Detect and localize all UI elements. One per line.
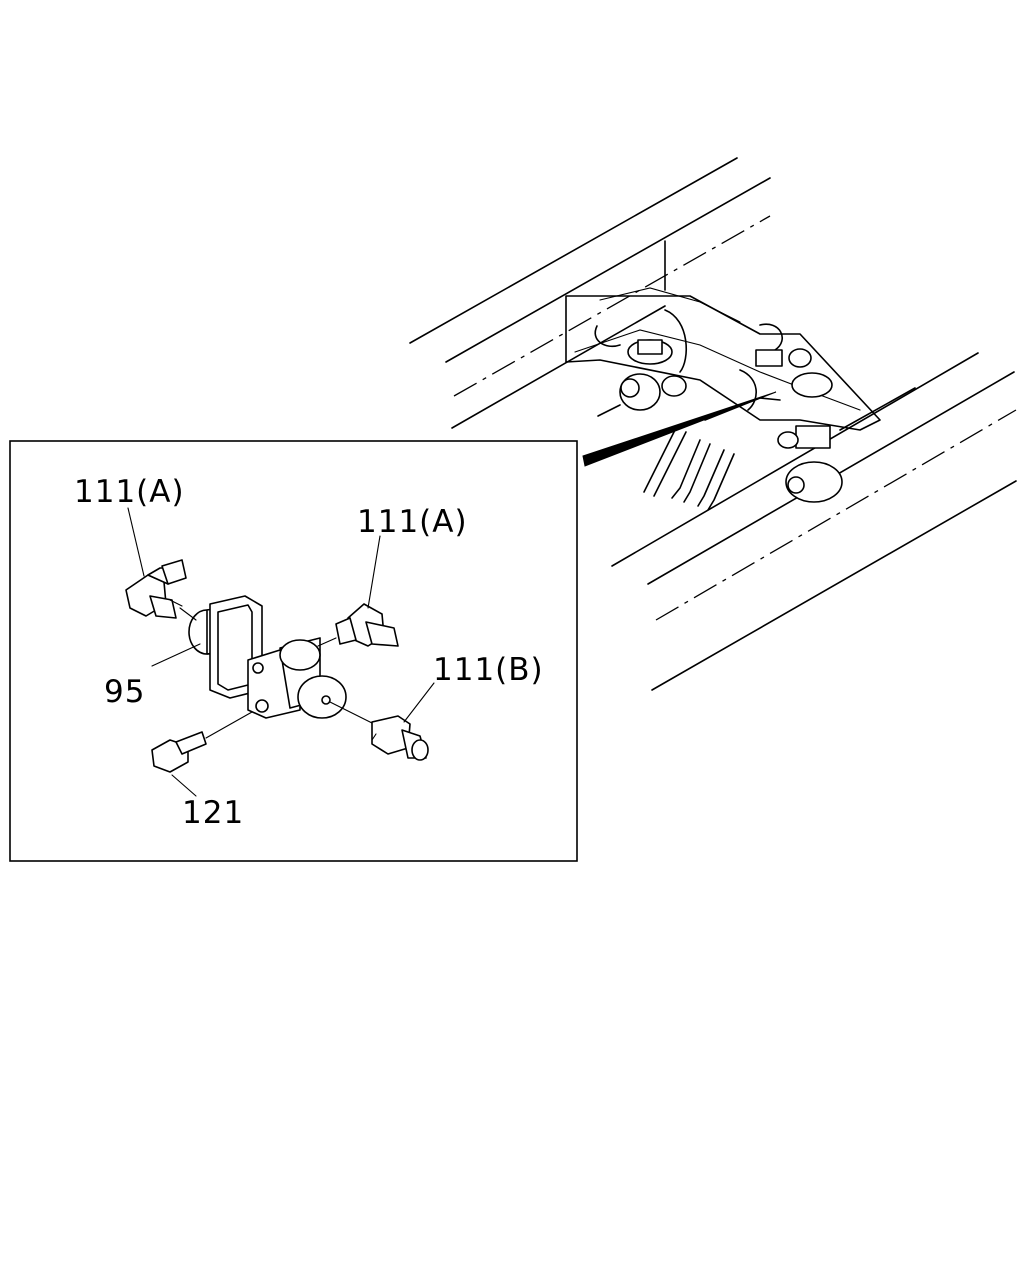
fitting-111a-left — [125, 559, 197, 621]
detail-inset-frame — [9, 440, 578, 862]
cross-member — [565, 287, 881, 431]
callout-111b: 111(B) — [433, 652, 544, 688]
fitting-111b — [371, 715, 429, 761]
callout-95: 95 — [104, 674, 145, 710]
callout-111a-left: 111(A) — [74, 474, 185, 510]
fitting-111a-right — [317, 603, 399, 647]
solenoid-valve — [188, 595, 379, 727]
frame-rail-upper — [409, 157, 771, 429]
bolt-121 — [151, 711, 253, 773]
pointer-wedge — [582, 391, 777, 467]
callout-121: 121 — [182, 795, 244, 831]
callout-111a-right: 111(A) — [357, 504, 468, 540]
detail-inset: 111(A) 111(A) 111(B) 95 121 — [74, 474, 544, 831]
chassis-valves — [619, 339, 843, 503]
leader-lines — [127, 507, 435, 797]
chassis-overview — [409, 157, 1017, 691]
frame-rail-lower — [611, 352, 1017, 691]
